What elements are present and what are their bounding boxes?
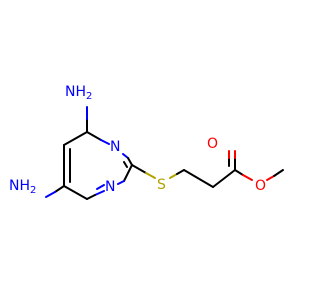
background bbox=[0, 0, 300, 300]
bond-n1-c6-nitrogen-half bbox=[94, 190, 105, 196]
bond-n3-c2-carbon-half bbox=[127, 157, 133, 166]
thioether-ester-chain bbox=[131, 150, 284, 188]
bond-c2-s-sulfur-half bbox=[145, 172, 156, 179]
bond-c-oester-oxygen-half bbox=[242, 174, 253, 181]
ester-oxygen-label: O bbox=[255, 178, 266, 194]
bond-c4-n3-nitrogen-half bbox=[100, 139, 110, 145]
bond-c4-ctop bbox=[63, 131, 88, 146]
bond-c6-c5 bbox=[63, 185, 88, 200]
bond-c6-nh2-carbon-half bbox=[54, 185, 65, 193]
bond-s-ch2-carbon-half bbox=[176, 169, 185, 175]
bond-ch2-ch2 bbox=[183, 169, 214, 188]
bond-c2-n1-carbon-half bbox=[123, 164, 133, 182]
bond-c6-nh2-nitrogen-half bbox=[45, 191, 56, 198]
bond-n1-c6-carbon-half bbox=[86, 194, 96, 200]
carbonyl-oxygen-label: O bbox=[207, 136, 218, 152]
atom-labels: NH2 N N NH2 S O O bbox=[9, 84, 266, 196]
bond-s-ch2-sulfur-half bbox=[169, 173, 178, 179]
sulfur-label: S bbox=[157, 177, 166, 193]
amino-top-label: NH2 bbox=[65, 84, 92, 102]
amino-substituents bbox=[45, 106, 88, 198]
bond-c2-s-carbon-half bbox=[131, 164, 147, 174]
pyrimidine-ring bbox=[63, 131, 133, 200]
bond-n3-c2-double-inner bbox=[123, 161, 128, 168]
bond-c4-n3-carbon-half bbox=[86, 131, 102, 141]
bond-n3-c2-nitrogen-half bbox=[122, 153, 129, 159]
amino-bottom-label: NH2 bbox=[9, 178, 36, 196]
bond-c2-n1-nitrogen-half bbox=[117, 180, 125, 185]
bond-oester-methyl-oxygen-half bbox=[266, 175, 275, 181]
ring-n3-label: N bbox=[110, 139, 120, 155]
bond-c-oester-carbon-half bbox=[234, 169, 244, 176]
bond-n1-c6-double-inner bbox=[96, 184, 105, 190]
ring-n1-label: N bbox=[105, 179, 115, 195]
bond-ch2-carbonyl-c bbox=[212, 169, 236, 188]
bond-oester-methyl-carbon-half bbox=[273, 169, 284, 177]
molecule-structure-diagram: NH2 N N NH2 S O O bbox=[0, 0, 300, 300]
